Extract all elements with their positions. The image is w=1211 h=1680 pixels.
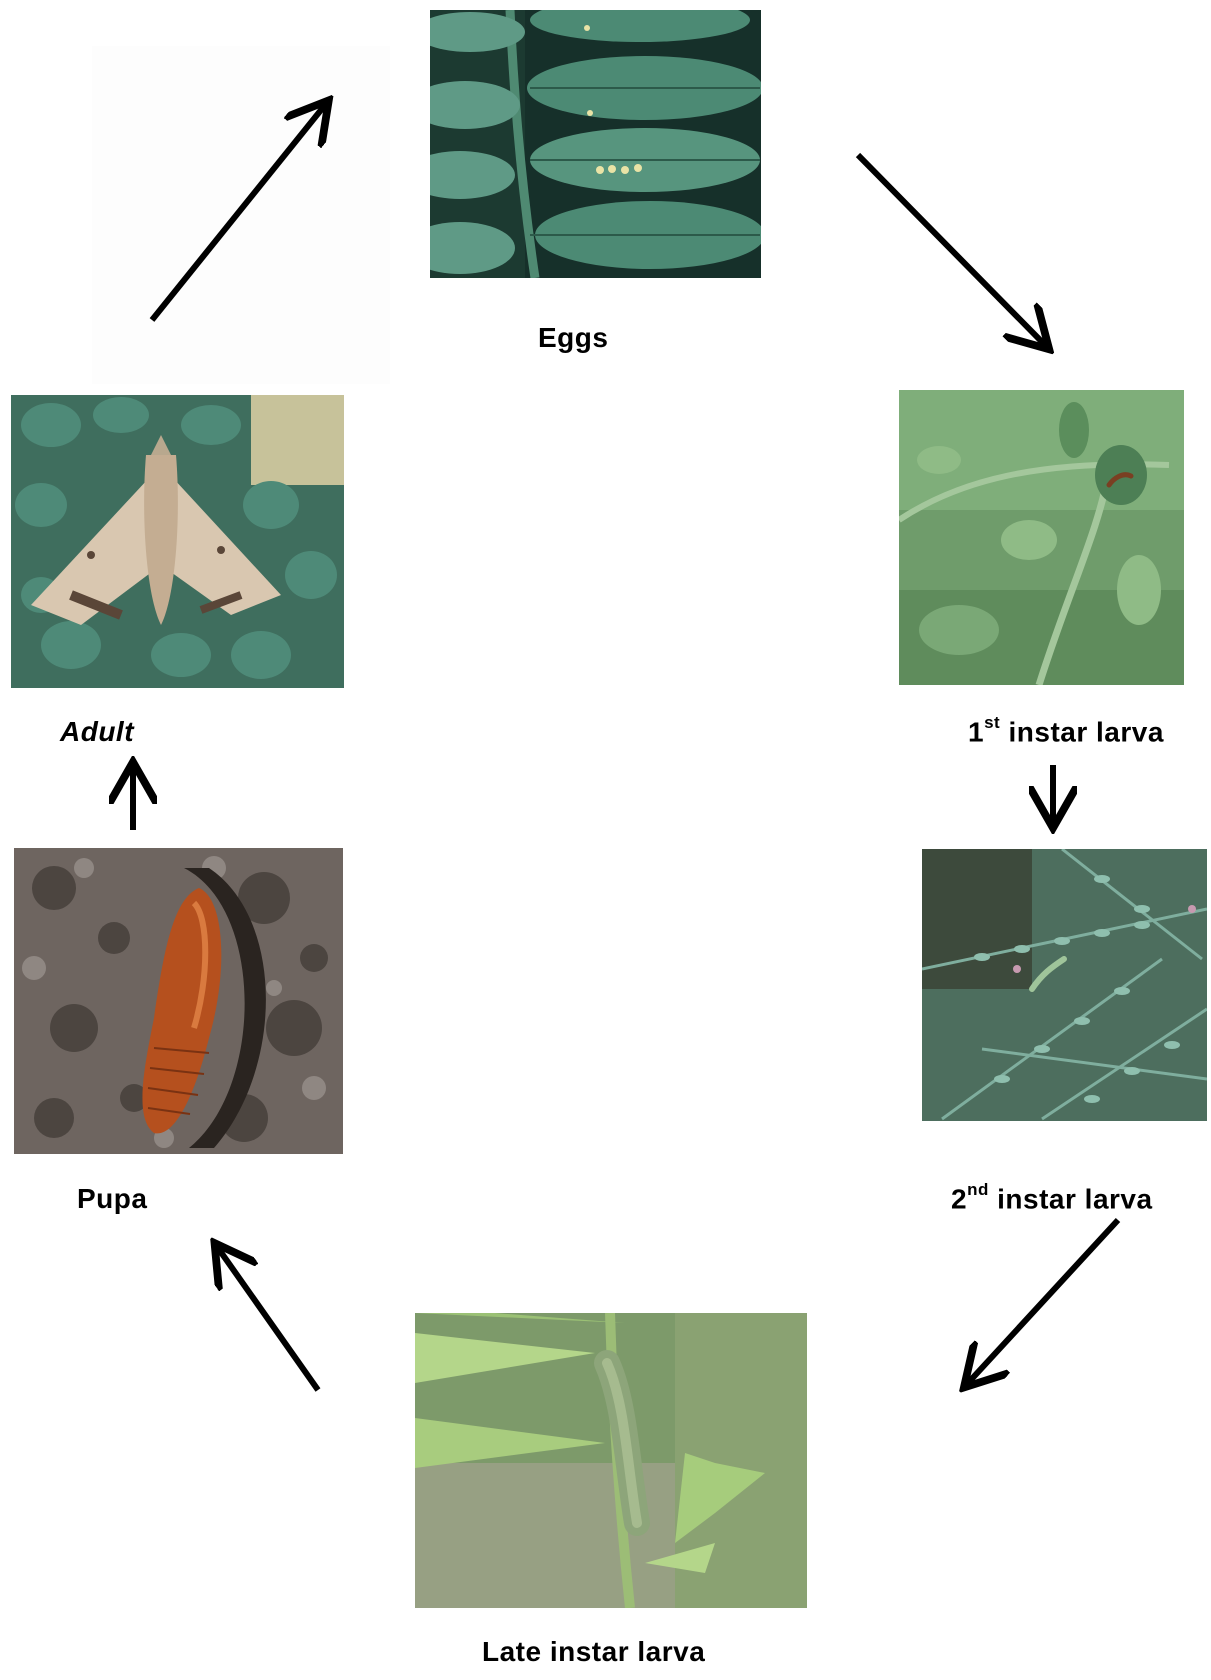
second-instar-text: instar larva bbox=[989, 1183, 1153, 1214]
pupa-label: Pupa bbox=[77, 1183, 147, 1215]
second-instar-photo bbox=[922, 849, 1207, 1121]
eggs-label: Eggs bbox=[538, 322, 608, 354]
first-instar-text: instar larva bbox=[1000, 716, 1164, 747]
adult-photo bbox=[11, 395, 344, 688]
second-instar-number: 2 bbox=[951, 1183, 967, 1214]
first-instar-suffix: st bbox=[984, 713, 1000, 732]
second-instar-suffix: nd bbox=[967, 1180, 989, 1199]
second-instar-label: 2nd instar larva bbox=[951, 1183, 1153, 1215]
adult-label: Adult bbox=[60, 716, 134, 748]
late-instar-label: Late instar larva bbox=[482, 1636, 705, 1668]
arrow-eggs-to-first-instar bbox=[858, 155, 1045, 345]
eggs-photo bbox=[430, 10, 761, 278]
late-instar-photo bbox=[415, 1313, 807, 1608]
first-instar-label: 1st instar larva bbox=[968, 716, 1164, 748]
faint-background-box bbox=[92, 46, 390, 384]
arrow-late-instar-to-pupa bbox=[218, 1248, 318, 1390]
pupa-photo bbox=[14, 848, 343, 1154]
first-instar-photo bbox=[899, 390, 1184, 685]
first-instar-number: 1 bbox=[968, 716, 984, 747]
arrow-second-to-late-instar bbox=[968, 1220, 1118, 1383]
